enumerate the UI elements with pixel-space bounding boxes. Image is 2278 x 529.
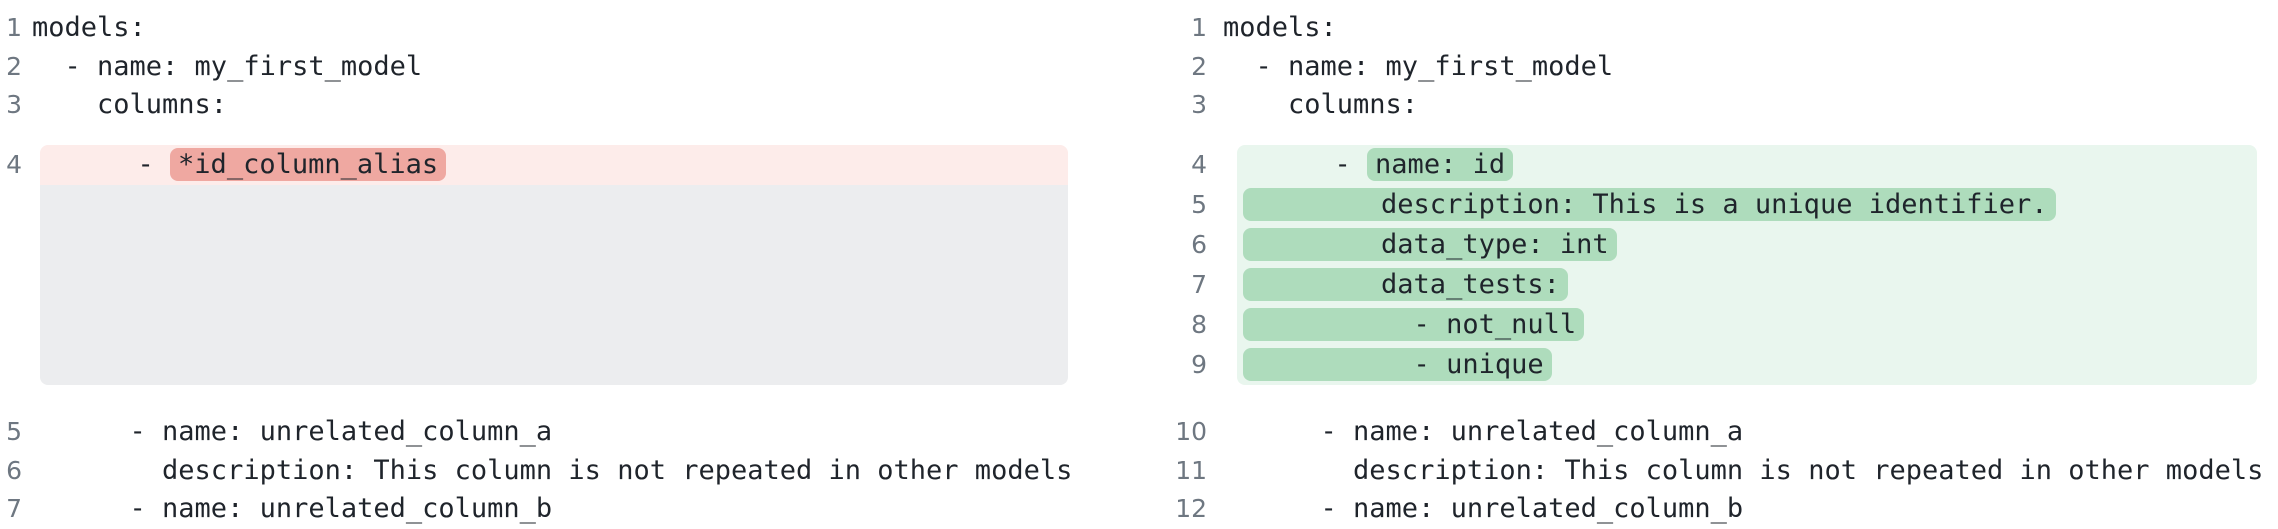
code-line: models: bbox=[1223, 12, 1337, 43]
code-column: models: - name: my_first_model columns: … bbox=[1213, 0, 2278, 529]
line-number: 4 bbox=[6, 150, 22, 180]
line-number: 3 bbox=[6, 90, 22, 120]
collapsed-filler bbox=[40, 185, 1068, 386]
hunk-gutter: 4 bbox=[0, 145, 22, 385]
code-prefix: - bbox=[40, 149, 171, 181]
hunk-gap bbox=[1163, 125, 1207, 145]
code-line: - name: my_first_model bbox=[1223, 50, 1614, 82]
line-number: 12 bbox=[1175, 494, 1207, 524]
hunk-gap bbox=[30, 385, 1100, 413]
code-line: description: This column is not repeated… bbox=[1223, 454, 2264, 486]
code-line: - name: unrelated_column_a bbox=[1223, 416, 1744, 448]
code-line: - name: unrelated_column_a bbox=[32, 416, 553, 448]
code-line: description: This column is not repeated… bbox=[32, 454, 1073, 486]
code-line: data_type: int bbox=[1237, 225, 2257, 266]
hunk-gap bbox=[1163, 385, 1207, 413]
line-number-gutter: 1 2 3 4 5 6 7 bbox=[0, 0, 30, 529]
added-token: - unique bbox=[1243, 348, 1552, 382]
code-column: models: - name: my_first_model columns: … bbox=[30, 0, 1100, 529]
added-token: data_tests: bbox=[1243, 268, 1568, 302]
line-number: 1 bbox=[1191, 13, 1207, 42]
hunk-gap bbox=[1213, 385, 2278, 413]
code-line: - *id_column_alias bbox=[40, 145, 1068, 186]
line-number: 2 bbox=[6, 51, 22, 81]
code-line: data_tests: bbox=[1237, 265, 2257, 306]
added-token: name: id bbox=[1367, 148, 1514, 182]
code-line: - name: my_first_model bbox=[32, 50, 423, 82]
removed-token: *id_column_alias bbox=[170, 148, 447, 182]
line-number: 4 bbox=[1191, 150, 1207, 180]
line-number: 10 bbox=[1175, 417, 1207, 447]
added-token: - not_null bbox=[1243, 308, 1585, 342]
line-number: 8 bbox=[1191, 310, 1207, 340]
line-number: 7 bbox=[1191, 270, 1207, 300]
hunk-gap bbox=[30, 125, 1100, 145]
code-prefix: - bbox=[1237, 149, 1368, 181]
added-token: data_type: int bbox=[1243, 228, 1617, 262]
line-number: 3 bbox=[1191, 90, 1207, 120]
hunk-gap bbox=[0, 125, 22, 145]
filler-gutter-space bbox=[0, 185, 22, 385]
hunk-gap bbox=[1213, 125, 2278, 145]
removed-hunk: - *id_column_alias bbox=[40, 145, 1068, 386]
line-number: 6 bbox=[6, 455, 22, 485]
line-number: 2 bbox=[1191, 51, 1207, 81]
line-number: 5 bbox=[1191, 190, 1207, 220]
line-number: 9 bbox=[1191, 350, 1207, 380]
code-line: models: bbox=[32, 12, 146, 43]
code-line: columns: bbox=[32, 89, 228, 121]
hunk-gutter: 4 5 6 7 8 9 bbox=[1163, 145, 1207, 385]
code-line: - name: id bbox=[1237, 145, 2257, 186]
added-token: description: This is a unique identifier… bbox=[1243, 188, 2056, 222]
added-hunk: - name: id description: This is a unique… bbox=[1237, 145, 2257, 386]
code-line: columns: bbox=[1223, 89, 1419, 121]
line-number: 1 bbox=[6, 13, 22, 42]
line-number: 11 bbox=[1175, 455, 1207, 485]
code-line: - name: unrelated_column_b bbox=[1223, 493, 1744, 525]
code-line: - name: unrelated_column_b bbox=[32, 493, 553, 525]
line-number: 6 bbox=[1191, 230, 1207, 260]
code-line: - unique bbox=[1237, 345, 2257, 386]
diff-panel-before: 1 2 3 4 5 6 7 models: - name: my_first_model co… bbox=[0, 0, 1100, 529]
code-line: - not_null bbox=[1237, 305, 2257, 346]
line-number: 7 bbox=[6, 494, 22, 524]
hunk-gap bbox=[0, 385, 22, 413]
code-line: description: This is a unique identifier… bbox=[1237, 185, 2257, 226]
line-number: 5 bbox=[6, 417, 22, 447]
